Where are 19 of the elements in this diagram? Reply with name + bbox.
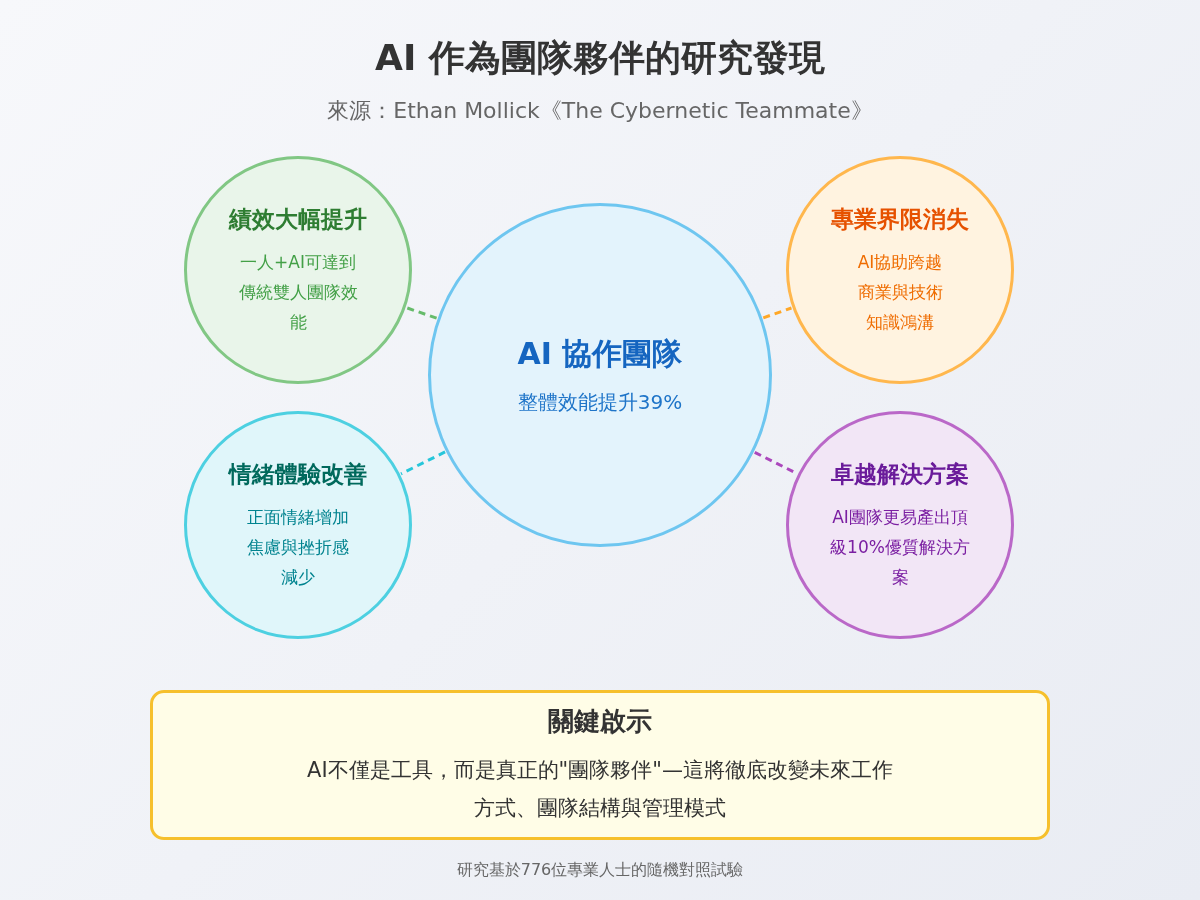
- footnote: 研究基於776位專業人士的隨機對照試驗: [455, 860, 745, 881]
- heading: 專業界限消失: [831, 204, 969, 234]
- description: 一人+AI可達到傳統雙人團隊效能: [237, 250, 359, 334]
- description: 整體效能提升39%: [517, 388, 683, 416]
- heading: 關鍵啟示: [548, 704, 652, 738]
- heading: 績效大幅提升: [229, 204, 367, 234]
- heading: 卓越解決方案: [831, 459, 969, 489]
- description: AI不僅是工具，而是真正的"團隊夥伴"—這將徹底改變未來工作方式、團隊結構與管理模式: [306, 756, 894, 822]
- dashed-connector: [400, 450, 446, 476]
- title: AI 作為團隊夥伴的研究發現: [374, 36, 826, 80]
- dashed-connector: [762, 306, 792, 320]
- description: AI協助跨越商業與技術知識鴻溝: [856, 250, 944, 334]
- source-note: 來源：Ethan Mollick《The Cybernetic Teammate》: [326, 97, 874, 125]
- description: AI團隊更易產出頂級10%優質解決方案: [829, 505, 971, 589]
- dashed-connector: [406, 306, 438, 320]
- description: 正面情緒增加焦慮與挫折感減少: [246, 505, 350, 589]
- insight-box: [150, 690, 1050, 840]
- heading: 情緒體驗改善: [229, 459, 367, 489]
- heading: AI 協作團隊: [517, 334, 683, 373]
